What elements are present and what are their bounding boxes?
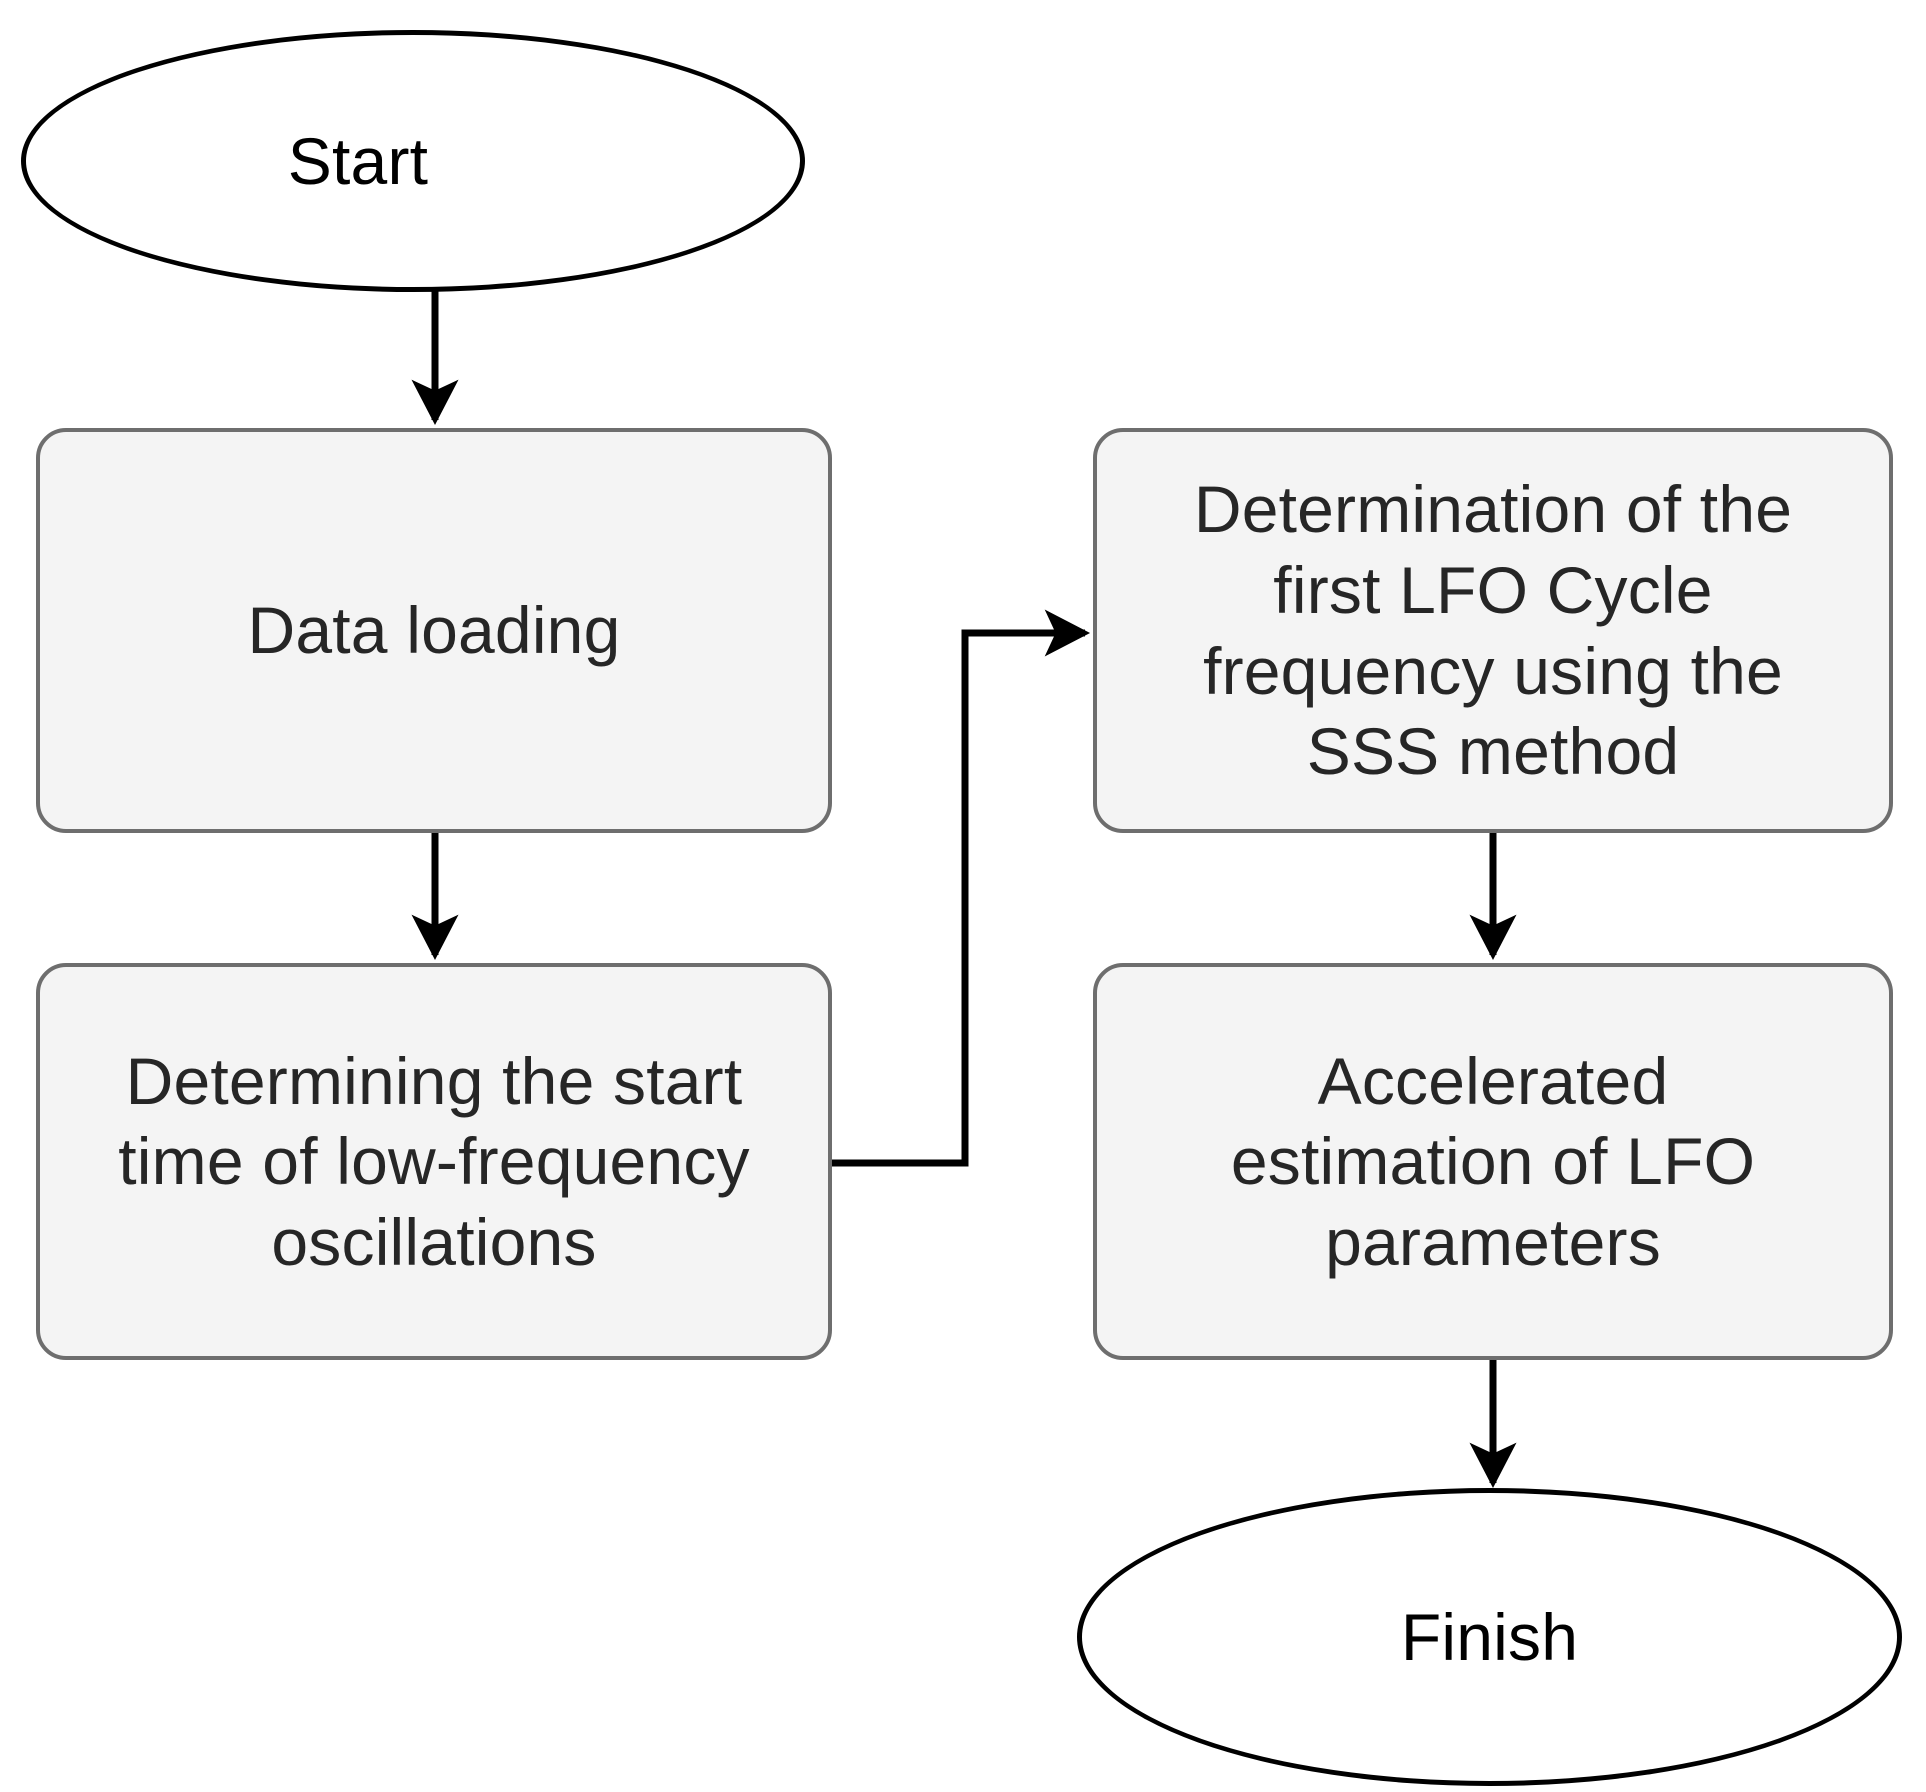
- node-finish[interactable]: Finish: [1077, 1488, 1902, 1786]
- edge-determine-start-time-to-first-cycle: [832, 609, 1091, 1167]
- node-start[interactable]: Start: [21, 30, 805, 292]
- node-finish-label: Finish: [1400, 1599, 1579, 1674]
- node-accelerated-estimation[interactable]: Accelerated estimation of LFO parameters: [1093, 963, 1893, 1360]
- node-determine-first-cycle-label: Determination of the first LFO Cycle fre…: [1193, 472, 1793, 789]
- node-determine-start-time-label: Determining the start time of low-freque…: [118, 1043, 750, 1279]
- node-start-label: Start: [287, 123, 429, 198]
- node-determine-first-cycle[interactable]: Determination of the first LFO Cycle fre…: [1093, 428, 1893, 833]
- node-accelerated-estimation-label: Accelerated estimation of LFO parameters: [1230, 1043, 1756, 1279]
- node-determine-start-time[interactable]: Determining the start time of low-freque…: [36, 963, 832, 1360]
- node-data-loading-label: Data loading: [247, 593, 621, 668]
- node-data-loading[interactable]: Data loading: [36, 428, 832, 833]
